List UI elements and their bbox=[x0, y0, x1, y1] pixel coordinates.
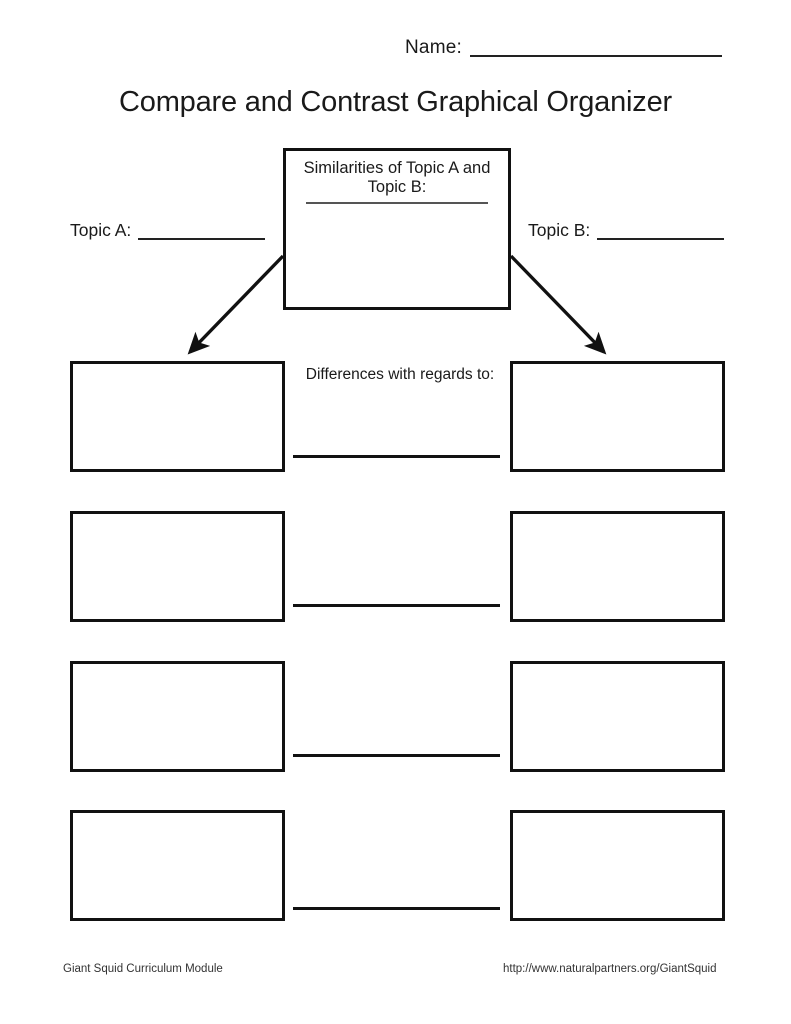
difference-box-right-1[interactable] bbox=[510, 361, 725, 472]
arrow-to-topic-b bbox=[509, 254, 607, 355]
difference-box-left-2[interactable] bbox=[70, 511, 285, 622]
similarities-box[interactable]: Similarities of Topic A and Topic B: bbox=[283, 148, 511, 310]
topic-a-input-blank[interactable] bbox=[138, 223, 266, 240]
difference-category-rule-2[interactable] bbox=[293, 604, 500, 607]
difference-box-right-4[interactable] bbox=[510, 810, 725, 921]
page-title: Compare and Contrast Graphical Organizer bbox=[119, 86, 672, 118]
difference-box-right-2[interactable] bbox=[510, 511, 725, 622]
similarities-prompt: Similarities of Topic A and Topic B: bbox=[303, 159, 491, 197]
similarities-write-rule bbox=[306, 202, 488, 205]
difference-category-rule-4[interactable] bbox=[293, 907, 500, 910]
topic-a-label: Topic A: bbox=[70, 220, 132, 240]
difference-box-right-3[interactable] bbox=[510, 661, 725, 772]
differences-prompt: Differences with regards to: bbox=[305, 366, 495, 383]
topic-b-label: Topic B: bbox=[528, 220, 591, 240]
difference-category-rule-1[interactable] bbox=[293, 455, 500, 458]
difference-category-rule-3[interactable] bbox=[293, 754, 500, 757]
name-field-row: Name: bbox=[405, 38, 722, 57]
arrow-to-topic-a bbox=[187, 254, 285, 355]
name-label: Name: bbox=[405, 37, 462, 58]
difference-box-left-1[interactable] bbox=[70, 361, 285, 472]
topic-b-input-blank[interactable] bbox=[597, 223, 725, 240]
footer-credit: Giant Squid Curriculum Module bbox=[63, 963, 223, 975]
difference-box-left-3[interactable] bbox=[70, 661, 285, 772]
footer-url: http://www.naturalpartners.org/GiantSqui… bbox=[503, 963, 717, 975]
topic-b-row: Topic B: bbox=[528, 220, 725, 240]
name-input-blank[interactable] bbox=[469, 38, 722, 57]
difference-box-left-4[interactable] bbox=[70, 810, 285, 921]
topic-a-row: Topic A: bbox=[70, 220, 266, 240]
